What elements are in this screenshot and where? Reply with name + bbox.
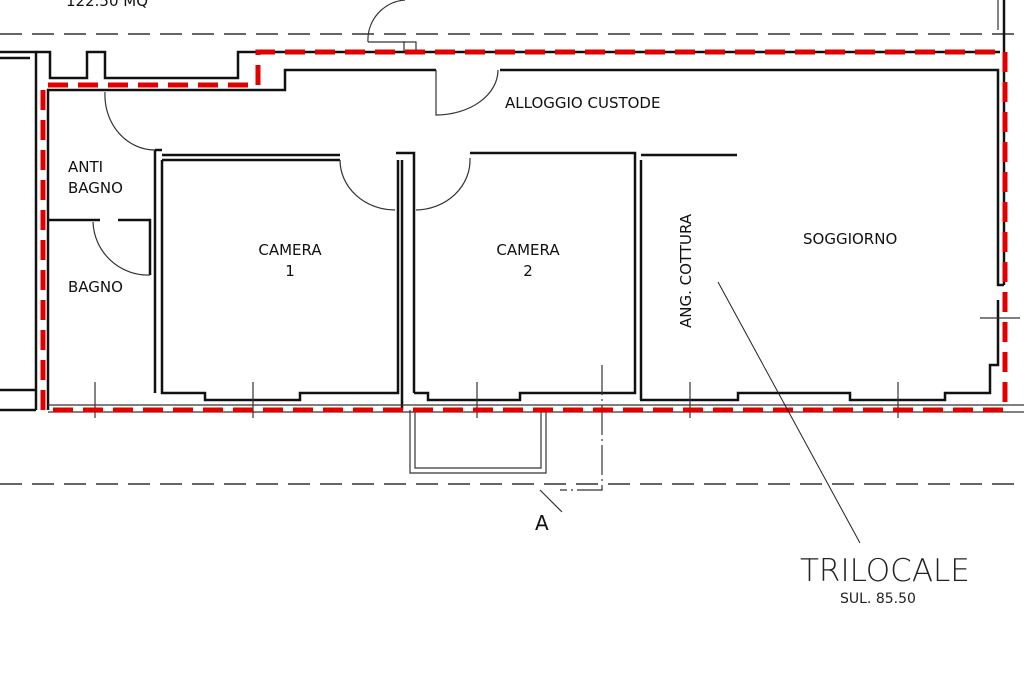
room-number-camera-2: 2 [523,262,533,280]
section-arrow [539,489,563,513]
room-label-alloggio: ALLOGGIO CUSTODE [505,94,660,112]
section-marker: A [535,511,549,535]
walls [0,0,1024,413]
leader-line [717,281,861,544]
room-label-bagno: BAGNO [68,278,123,296]
door-arc-top [367,0,406,43]
unit-name: TRILOCALE [800,553,970,589]
room-label-anti-bagno: BAGNO [68,179,123,197]
unit-sul: SUL. 85.50 [840,591,916,607]
room-label-ang-cottura: ANG. COTTURA [677,213,695,328]
room-label-anti: ANTI [68,158,103,176]
balcony [409,410,547,474]
window-marks [94,317,1020,418]
room-label-soggiorno: SOGGIORNO [803,230,897,248]
room-number-camera-1: 1 [285,262,295,280]
section-line [560,365,603,491]
room-label-camera-1: CAMERA [258,241,322,259]
total-area-label: 122.50 MQ [66,0,148,10]
unit-outline [40,49,1008,413]
doors [92,69,499,276]
room-label-camera-2: CAMERA [496,241,560,259]
